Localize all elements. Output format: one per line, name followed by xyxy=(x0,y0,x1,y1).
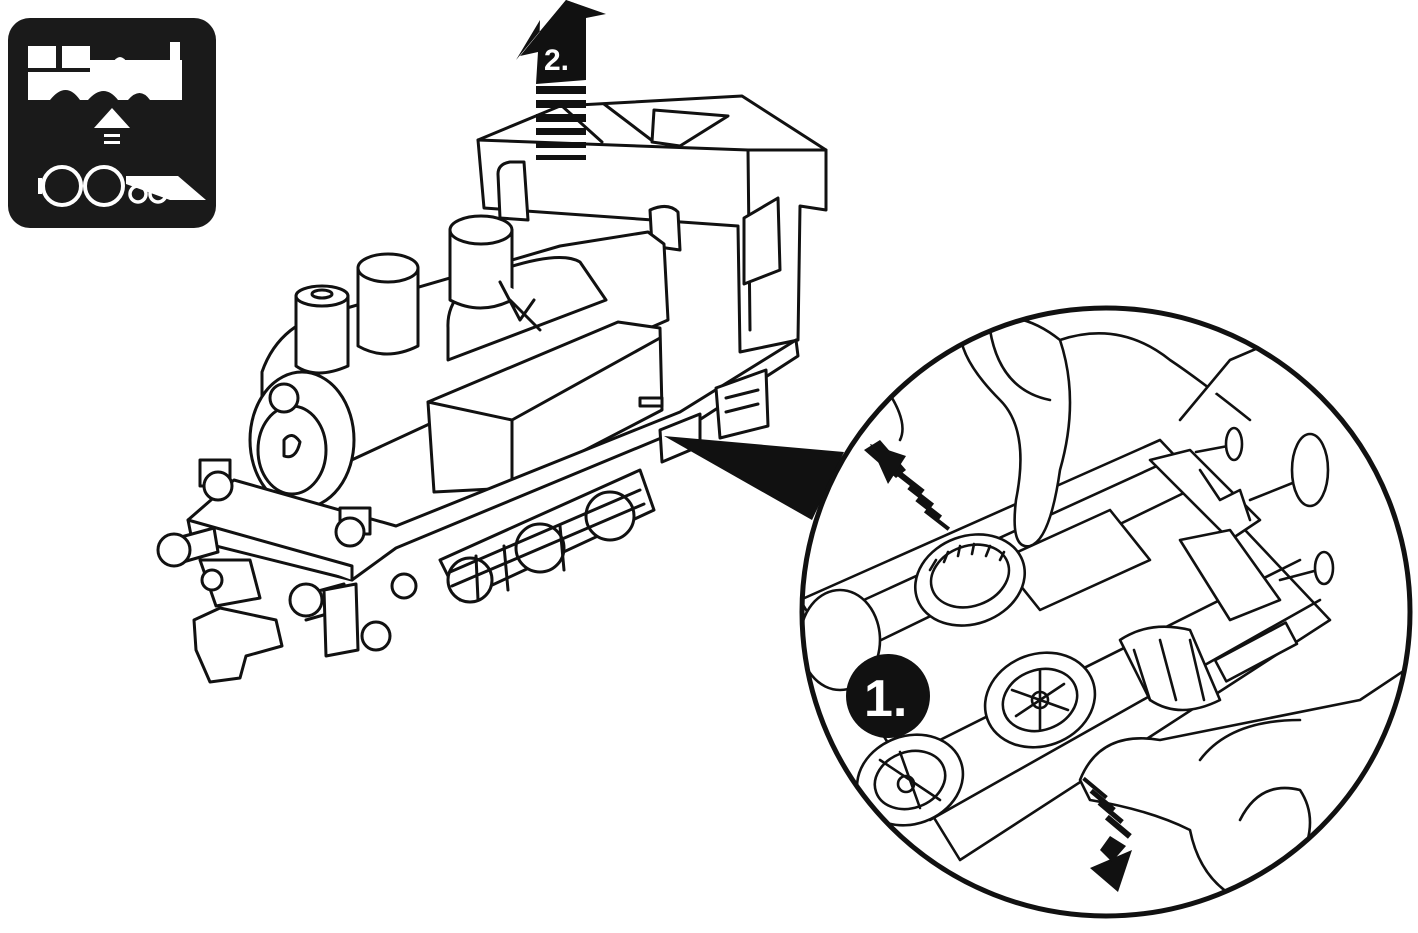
step-2-label: 2. xyxy=(544,44,569,77)
step-1-badge xyxy=(846,654,930,738)
detail-magnifier xyxy=(799,305,1413,919)
locomotive-body-removal-icon xyxy=(8,18,216,228)
push-frame-apart-arrow-up xyxy=(864,440,951,531)
lift-body-arrow xyxy=(516,0,606,160)
push-frame-apart-arrow-down xyxy=(1082,776,1132,892)
locomotive-illustration xyxy=(156,94,828,684)
callout-pointer xyxy=(664,436,844,520)
step-1-label: 1. xyxy=(864,670,907,728)
